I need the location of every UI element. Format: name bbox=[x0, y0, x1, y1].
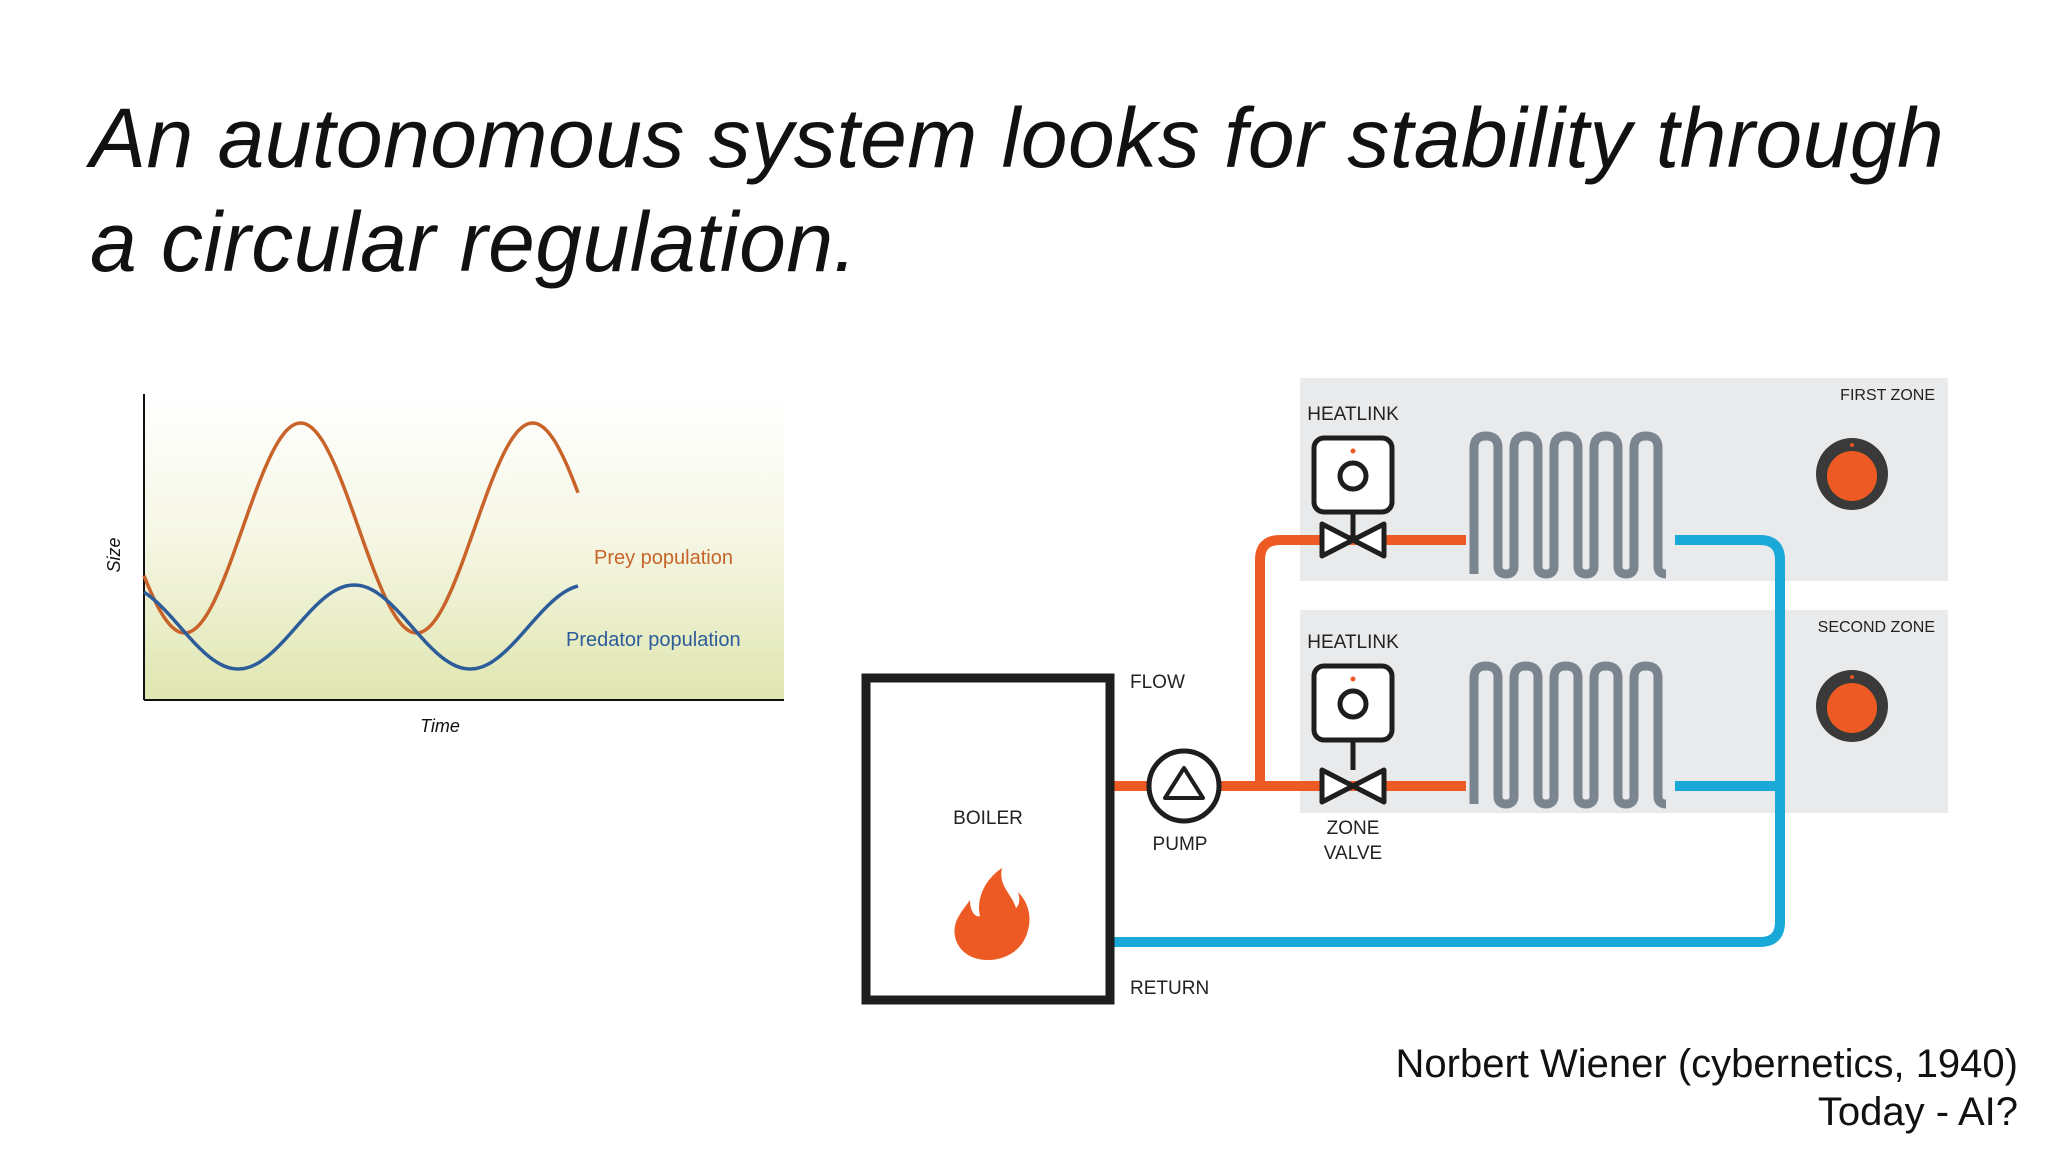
predator-series-line bbox=[142, 583, 579, 671]
heatlink-2-indicator bbox=[1350, 676, 1356, 682]
predator-legend-label: Predator population bbox=[566, 629, 741, 651]
y-axis-label: Size bbox=[104, 537, 124, 572]
heatlink-1-indicator bbox=[1350, 448, 1356, 454]
return-label: RETURN bbox=[1130, 978, 1209, 999]
heatlink-1-label: HEATLINK bbox=[1307, 404, 1399, 425]
first-zone-radiator bbox=[1469, 431, 1667, 579]
second-zone-radiator bbox=[1469, 661, 1667, 809]
predator-prey-chart: Prey population Predator population Time… bbox=[104, 394, 784, 736]
prey-series-line bbox=[142, 421, 580, 635]
return-pipe bbox=[1114, 535, 1785, 947]
prey-legend-label: Prey population bbox=[594, 547, 733, 569]
credit-line-2: Today - AI? bbox=[1817, 1090, 2018, 1134]
boiler-label: BOILER bbox=[953, 808, 1023, 829]
heating-system-diagram: HEATLINK HEATLINK FIRST ZONE SECOND ZONE… bbox=[861, 378, 1948, 1005]
zone-valve-2 bbox=[1319, 767, 1387, 805]
pump-label: PUMP bbox=[1153, 834, 1208, 855]
flame-icon bbox=[954, 868, 1030, 960]
heatlink-2-device bbox=[1311, 663, 1395, 743]
second-zone-label: SECOND ZONE bbox=[1818, 619, 1935, 636]
credits: Norbert Wiener (cybernetics, 1940) Today… bbox=[1396, 1040, 2018, 1136]
x-axis-label: Time bbox=[420, 716, 460, 736]
pump-triangle-icon bbox=[1163, 766, 1205, 800]
credit-line-1: Norbert Wiener (cybernetics, 1940) bbox=[1395, 1042, 2018, 1086]
chart-plot-area bbox=[144, 394, 784, 700]
pump bbox=[1146, 748, 1222, 824]
first-zone-label: FIRST ZONE bbox=[1840, 387, 1935, 404]
zone-valve-label-line1: ZONE bbox=[1327, 818, 1380, 839]
slide-title: An autonomous system looks for stability… bbox=[90, 91, 1945, 289]
flow-label: FLOW bbox=[1130, 672, 1185, 693]
zone-valve-1 bbox=[1319, 521, 1387, 559]
first-zone-thermostat bbox=[1816, 438, 1888, 510]
heatlink-2-label: HEATLINK bbox=[1307, 632, 1399, 653]
zone-valve-label-line2: VALVE bbox=[1324, 843, 1382, 864]
second-zone-thermostat bbox=[1816, 670, 1888, 742]
